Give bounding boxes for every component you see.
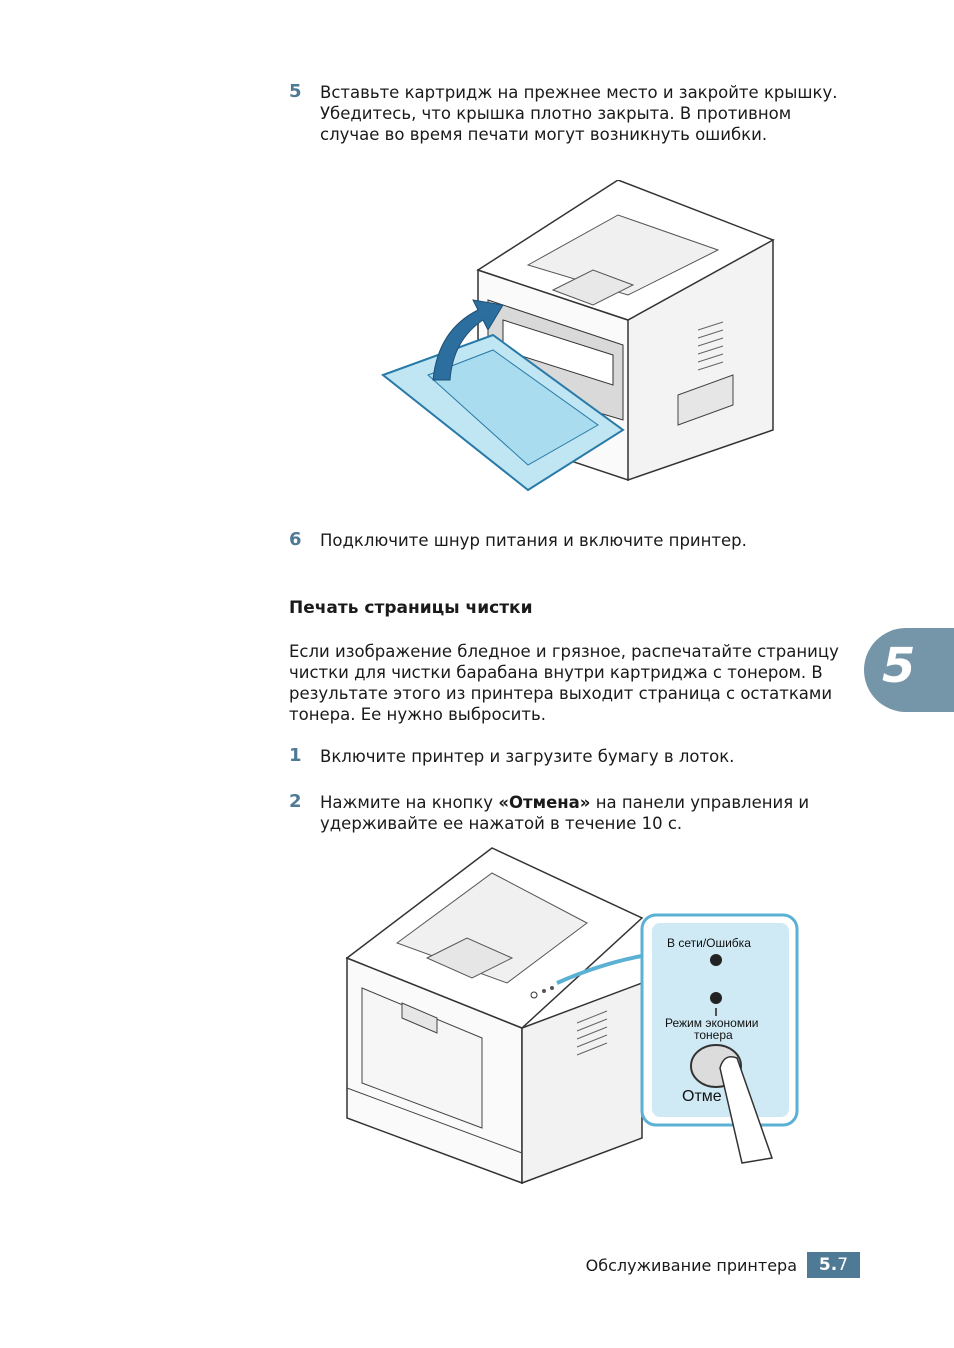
step-number: 5 [289, 81, 302, 102]
step-text: Нажмите на кнопку «Отмена» на панели упр… [320, 792, 849, 834]
cancel-button-label: «Отмена» [498, 793, 591, 812]
step-number: 6 [289, 529, 302, 550]
cancel-label: Отме [682, 1088, 722, 1105]
footer-section-title: Обслуживание принтера [585, 1256, 797, 1275]
section-heading: Печать страницы чистки [289, 598, 533, 618]
step-5: 5 Вставьте картридж на прежнее место и з… [289, 81, 849, 145]
page-chapter: 5 [818, 1255, 831, 1275]
page-number: 5.7 [807, 1252, 860, 1278]
step-text: Включите принтер и загрузите бумагу в ло… [320, 747, 735, 766]
step-6: 6 Подключите шнур питания и включите при… [289, 529, 849, 551]
step-2: 2 Нажмите на кнопку «Отмена» на панели у… [289, 791, 849, 834]
step-number: 2 [289, 791, 302, 812]
section-paragraph: Если изображение бледное и грязное, расп… [289, 642, 839, 724]
online-error-label: В сети/Ошибка [667, 936, 751, 950]
step-text: Вставьте картридж на прежнее место и зак… [320, 83, 838, 144]
toner-save-label: Режим экономии [665, 1016, 758, 1030]
page-index: 7 [837, 1255, 849, 1275]
chapter-tab: 5 [864, 628, 954, 712]
step-number: 1 [289, 745, 302, 766]
printer-open-cover-illustration [380, 180, 775, 492]
step-text-part: на панели управления и удерживайте ее на… [320, 793, 810, 833]
step-text: Подключите шнур питания и включите принт… [320, 531, 747, 550]
step-1: 1 Включите принтер и загрузите бумагу в … [289, 745, 849, 767]
printer-control-panel-illustration: В сети/Ошибка Режим экономии тонера Отме [345, 847, 799, 1185]
step-text-part: Нажмите на кнопку [320, 793, 499, 812]
toner-save-label-2: тонера [694, 1028, 733, 1042]
chapter-tab-number: 5 [882, 638, 916, 694]
